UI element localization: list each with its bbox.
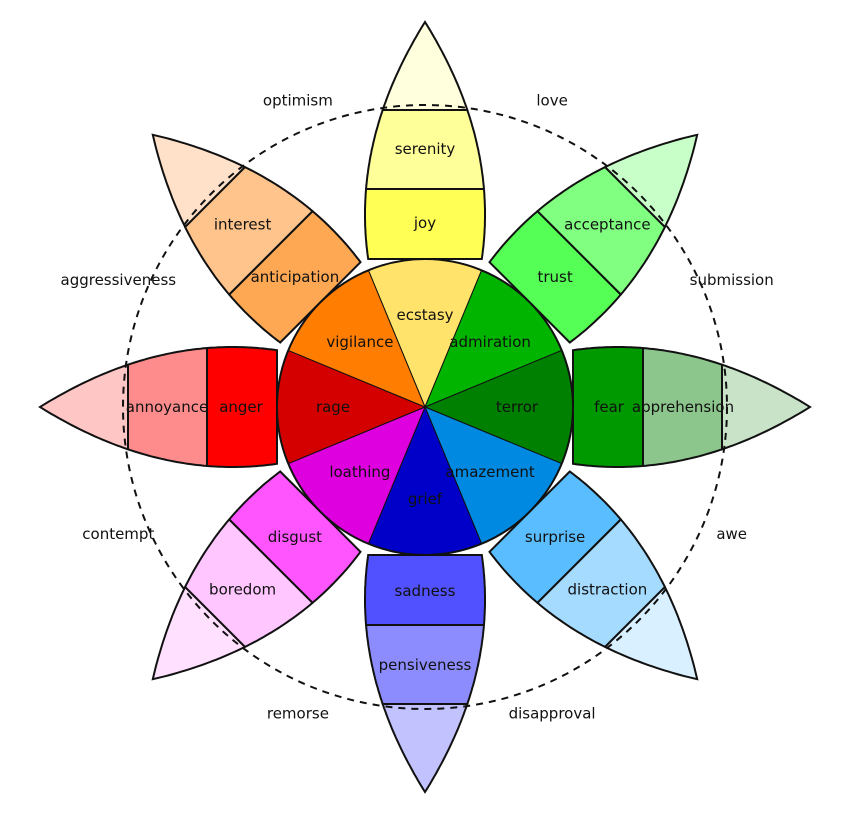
dyad-ring	[122, 104, 728, 710]
disgust-intense-label: loathing	[329, 463, 390, 481]
sadness-mild-label: pensiveness	[379, 656, 472, 674]
trust-band-3	[603, 133, 699, 229]
trust-basic-label: trust	[537, 268, 572, 286]
anger-basic-label: anger	[219, 398, 263, 416]
label-layer: ecstasy joy serenity admiration trust accepta…	[61, 91, 774, 722]
surprise-mild-label: distraction	[568, 580, 648, 598]
dyad-label-awe: awe	[716, 525, 747, 543]
anger-mild-label: annoyance	[126, 398, 208, 416]
anticipation-basic-label: anticipation	[251, 268, 340, 286]
anticipation-band-3	[151, 133, 247, 229]
fear-mild-label: apprehension	[632, 398, 734, 416]
fear-intense-label: terror	[496, 398, 539, 416]
disgust-basic-label: disgust	[268, 528, 322, 546]
anticipation-mild-label: interest	[214, 216, 272, 234]
dyad-label-remorse: remorse	[267, 705, 329, 723]
joy-mild-label: serenity	[395, 140, 456, 158]
surprise-basic-label: surprise	[525, 528, 585, 546]
joy-basic-label: joy	[413, 214, 436, 232]
anger-band-3	[38, 363, 129, 451]
petal-layer	[38, 20, 812, 794]
trust-mild-label: acceptance	[564, 216, 651, 234]
surprise-band-3	[603, 585, 699, 681]
sadness-intense-label: grief	[408, 490, 443, 508]
dyad-label-optimism: optimism	[263, 91, 333, 109]
dyad-label-contempt: contempt	[82, 525, 154, 543]
anticipation-intense-label: vigilance	[326, 333, 393, 351]
sadness-basic-label: sadness	[395, 582, 456, 600]
dyad-label-aggressiveness: aggressiveness	[61, 271, 177, 289]
dyad-label-love: love	[536, 91, 567, 109]
disgust-mild-label: boredom	[209, 580, 276, 598]
disgust-band-3	[151, 585, 247, 681]
surprise-intense-label: amazement	[445, 463, 534, 481]
joy-intense-label: ecstasy	[396, 306, 453, 324]
anger-intense-label: rage	[316, 398, 350, 416]
dyad-label-disapproval: disapproval	[509, 705, 596, 723]
sadness-band-3	[381, 703, 469, 794]
fear-basic-label: fear	[594, 398, 625, 416]
dyad-label-submission: submission	[690, 271, 774, 289]
fear-band-3	[721, 363, 812, 451]
inner-circle	[276, 258, 574, 556]
joy-band-3	[381, 20, 469, 111]
trust-intense-label: admiration	[449, 333, 531, 351]
